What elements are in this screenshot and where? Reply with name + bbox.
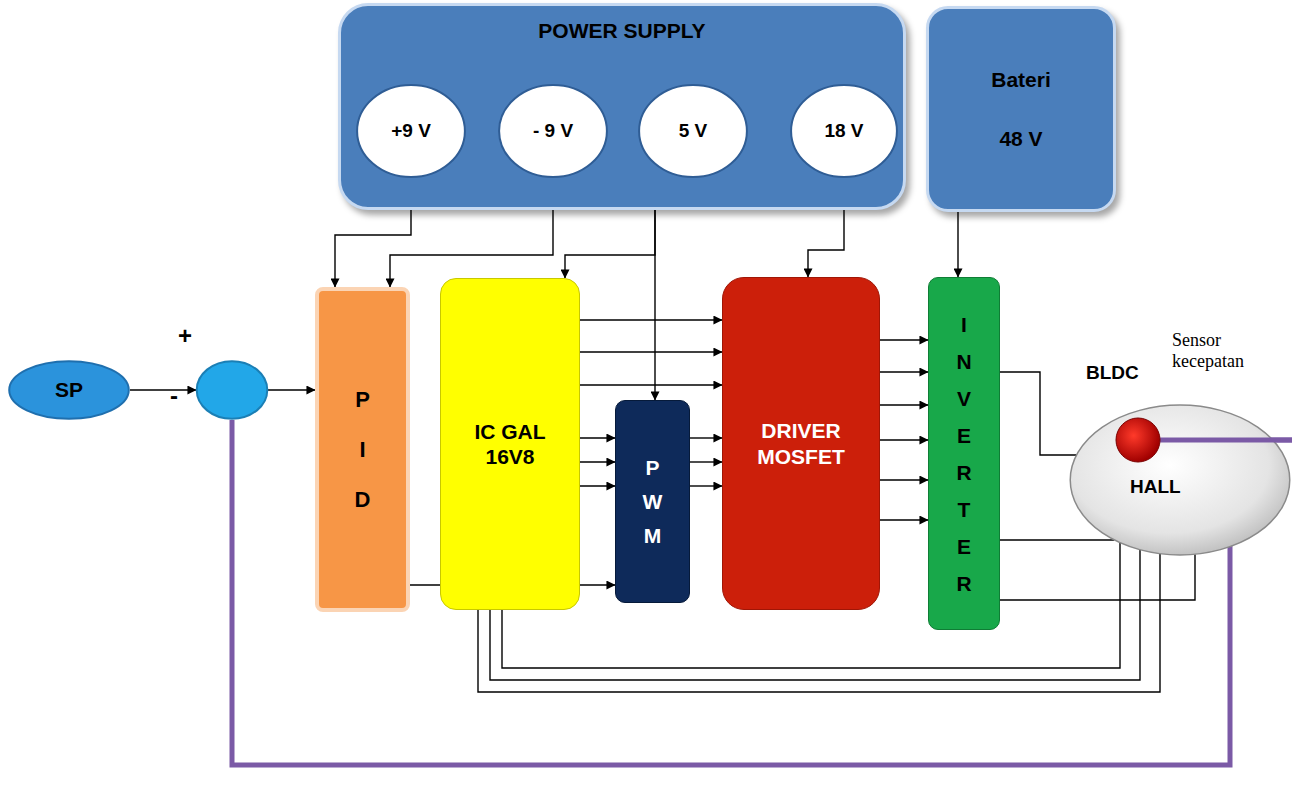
signal-wire [580,351,722,352]
node-text: P W M [643,451,663,553]
signal-wire [580,461,615,462]
signal-wire [880,339,928,340]
signal-wire [130,389,196,390]
signal-wire [654,179,655,400]
ellipse-shape [357,85,465,177]
node-text: +9 V [391,120,431,143]
signal-wire [580,319,722,320]
inverter-block: I N V E R T E R [928,277,1000,630]
power-supply-panel: +9 V - 9 V 5 V 18 V POWER SUPPLY [338,3,906,210]
signal-wire [690,485,722,486]
node-text: - 9 V [533,120,573,143]
node-text: 48 V [999,126,1042,151]
mosfet-driver: DRIVER MOSFET [722,277,880,610]
voltage-rail-circle: 18 V [790,83,898,179]
speed-sensor-dot [1116,418,1160,462]
signal-wire [880,439,928,440]
node-text: IC GAL 16V8 [455,419,565,469]
node-text: BLDC [1086,362,1139,385]
signal-wire [880,371,928,372]
ellipse-shape [639,85,747,177]
bldc-motor: BLDCHALL [1068,402,1292,558]
sensor-label: Sensor kecepatan [1172,330,1264,371]
signal-wire [690,437,722,438]
node-text: + [178,322,192,351]
ellipse-shape [499,85,607,177]
signal-wire [880,404,928,405]
node-text: HALL [1130,476,1181,499]
battery-box: Bateri 48 V [926,6,1116,212]
signal-wire [268,389,315,390]
node-text: POWER SUPPLY [341,18,903,43]
motor-body [1070,405,1290,555]
ic-gal-block: IC GAL 16V8 [440,278,580,610]
ellipse-shape [197,361,268,419]
node-text: - [170,382,178,411]
node-text: DRIVER MOSFET [741,418,861,468]
node-text: Bateri [991,67,1051,92]
summing-junction: +- [196,360,268,420]
pid-controller: P I D [315,287,410,612]
voltage-rail-circle: +9 V [356,83,466,179]
signal-wire [957,212,958,277]
signal-wire [580,437,615,438]
pwm-block: P W M [615,400,690,603]
ellipse-outline [196,360,268,420]
signal-wire [580,485,615,486]
node-text: SP [55,377,83,402]
voltage-rail-circle: - 9 V [498,83,608,179]
ellipse-shape [9,361,129,419]
voltage-rail-circle: 5 V [638,83,748,179]
signal-wire [1000,554,1195,600]
node-text: P I D [355,375,371,525]
signal-wire [1000,539,1114,540]
signal-wire [1000,372,1077,455]
node-text: I N V E R T E R [956,306,971,602]
signal-wire [880,519,928,520]
node-text: 18 V [824,120,863,143]
setpoint-ellipse: SP [8,360,130,420]
signal-wire [880,479,928,480]
node-text: 5 V [679,120,708,143]
ellipse-shape [791,85,897,177]
feedback-stub [1160,438,1292,443]
signal-wire [690,461,722,462]
signal-wire [580,384,722,385]
